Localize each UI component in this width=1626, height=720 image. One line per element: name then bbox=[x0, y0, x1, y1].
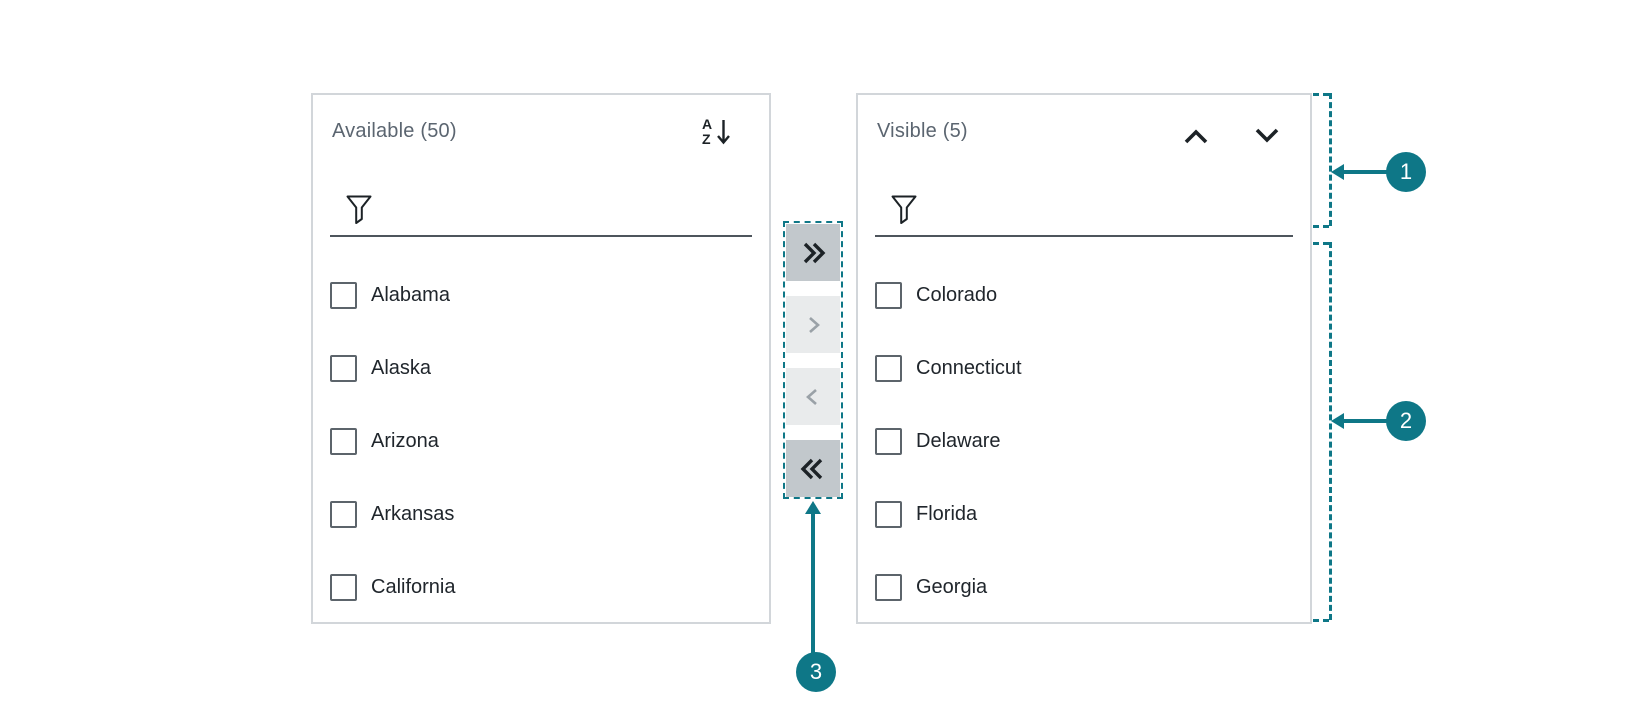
list-item-label: Colorado bbox=[916, 284, 998, 306]
list-item[interactable]: California bbox=[330, 574, 752, 601]
sort-button[interactable]: A Z bbox=[701, 115, 732, 149]
transfer-buttons-highlight-outline bbox=[783, 221, 843, 499]
list-item-label: California bbox=[371, 576, 456, 598]
move-item-down-button[interactable] bbox=[1254, 128, 1280, 144]
list-item[interactable]: Alabama bbox=[330, 282, 752, 309]
list-item[interactable]: Arizona bbox=[330, 428, 752, 455]
list-item[interactable]: Florida bbox=[875, 501, 1293, 528]
checkbox[interactable] bbox=[330, 355, 357, 382]
svg-text:Z: Z bbox=[702, 131, 711, 147]
list-item-label: Georgia bbox=[916, 576, 988, 598]
visible-filter-field bbox=[875, 189, 1293, 237]
callout-3-badge: 3 bbox=[796, 652, 836, 692]
checkbox[interactable] bbox=[875, 428, 902, 455]
callout-1-bracket bbox=[1329, 93, 1332, 226]
callout-1-arrowhead bbox=[1331, 164, 1344, 180]
callout-2-bracket-cap-top bbox=[1313, 242, 1329, 245]
available-list: Alabama Alaska Arizona Arkansas bbox=[330, 282, 752, 601]
list-item-label: Florida bbox=[916, 503, 978, 525]
checkbox[interactable] bbox=[875, 355, 902, 382]
available-panel: Available (50) A Z Alabama bbox=[311, 93, 771, 624]
callout-1-badge: 1 bbox=[1386, 152, 1426, 192]
callout-3-arrow-line bbox=[811, 513, 815, 654]
move-selected-right-button[interactable] bbox=[786, 296, 840, 353]
move-selected-left-button[interactable] bbox=[786, 368, 840, 425]
callout-1-arrow-line bbox=[1343, 170, 1387, 174]
checkbox[interactable] bbox=[330, 574, 357, 601]
visible-panel-title: Visible (5) bbox=[877, 120, 968, 142]
double-chevron-left-icon bbox=[800, 458, 823, 479]
callout-3-arrowhead bbox=[805, 501, 821, 514]
svg-text:A: A bbox=[702, 116, 712, 132]
visible-filter-input[interactable] bbox=[929, 195, 1291, 229]
move-item-up-button[interactable] bbox=[1183, 128, 1209, 144]
move-all-right-button[interactable] bbox=[786, 224, 840, 281]
chevron-right-icon bbox=[809, 316, 820, 333]
list-item[interactable]: Colorado bbox=[875, 282, 1293, 309]
callout-1-number: 1 bbox=[1399, 159, 1413, 184]
available-filter-field bbox=[330, 189, 752, 237]
list-item-label: Alaska bbox=[371, 357, 432, 379]
list-item-label: Delaware bbox=[916, 430, 1001, 452]
callout-2-badge: 2 bbox=[1386, 401, 1426, 441]
filter-funnel-icon bbox=[346, 195, 372, 225]
callout-1-bracket-cap-top bbox=[1313, 93, 1329, 96]
sort-alphabetical-az-icon: A Z bbox=[702, 116, 730, 147]
list-item[interactable]: Alaska bbox=[330, 355, 752, 382]
list-item[interactable]: Georgia bbox=[875, 574, 1293, 601]
filter-funnel-icon bbox=[891, 195, 917, 225]
callout-2-number: 2 bbox=[1399, 408, 1413, 433]
list-item[interactable]: Arkansas bbox=[330, 501, 752, 528]
checkbox[interactable] bbox=[330, 282, 357, 309]
chevron-down-icon bbox=[1255, 128, 1279, 143]
visible-list: Colorado Connecticut Delaware Florida bbox=[875, 282, 1293, 601]
double-chevron-right-icon bbox=[803, 242, 826, 263]
available-panel-title: Available (50) bbox=[332, 120, 457, 142]
callout-2-arrowhead bbox=[1331, 413, 1344, 429]
checkbox[interactable] bbox=[875, 574, 902, 601]
chevron-left-icon bbox=[806, 388, 817, 405]
list-item-label: Arkansas bbox=[371, 503, 455, 525]
callout-1-bracket-cap-bottom bbox=[1313, 225, 1329, 228]
checkbox[interactable] bbox=[330, 428, 357, 455]
available-filter-input[interactable] bbox=[384, 195, 750, 229]
list-item-label: Arizona bbox=[371, 430, 439, 452]
callout-3-number: 3 bbox=[809, 659, 823, 684]
list-item-label: Alabama bbox=[371, 284, 450, 306]
visible-panel: Visible (5) Colorado bbox=[856, 93, 1312, 624]
callout-2-bracket-cap-bottom bbox=[1313, 619, 1329, 622]
list-item[interactable]: Connecticut bbox=[875, 355, 1293, 382]
move-all-left-button[interactable] bbox=[786, 440, 840, 497]
callout-2-arrow-line bbox=[1343, 419, 1387, 423]
callout-2-bracket bbox=[1329, 242, 1332, 620]
checkbox[interactable] bbox=[875, 282, 902, 309]
checkbox[interactable] bbox=[330, 501, 357, 528]
list-item-label: Connecticut bbox=[916, 357, 1022, 379]
list-item[interactable]: Delaware bbox=[875, 428, 1293, 455]
checkbox[interactable] bbox=[875, 501, 902, 528]
chevron-up-icon bbox=[1184, 129, 1208, 144]
